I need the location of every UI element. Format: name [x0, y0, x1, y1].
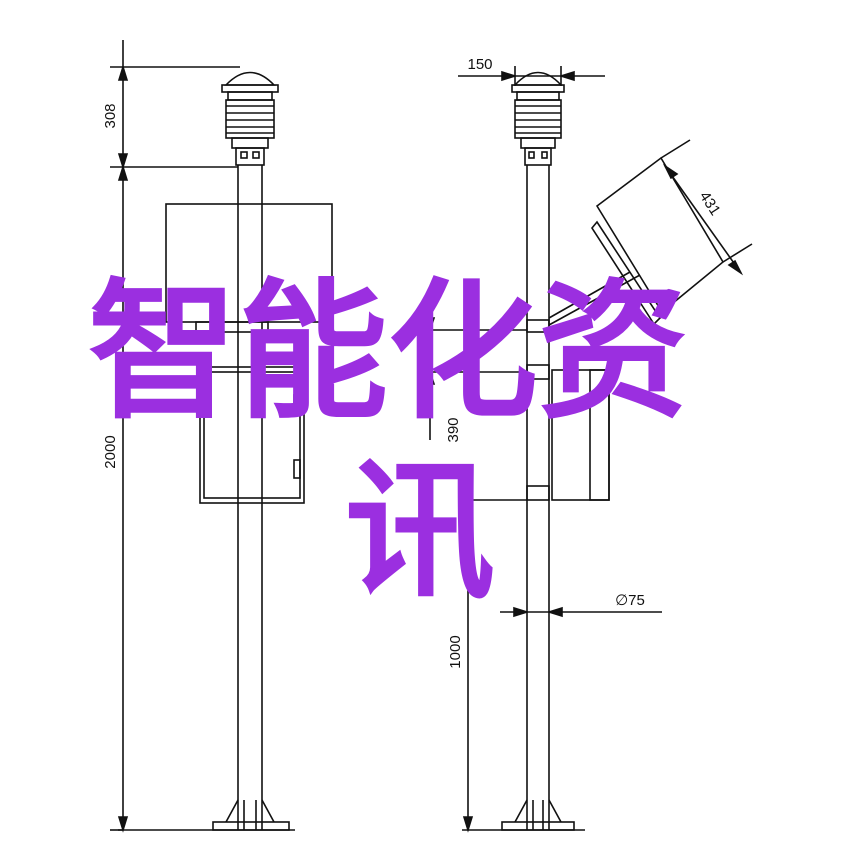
left-solar-panel	[165, 203, 333, 333]
dim-1000	[458, 497, 527, 833]
right-solar-panel	[526, 156, 725, 333]
dim-diameter-75	[500, 606, 662, 618]
right-sensor-head	[511, 71, 565, 166]
dim-label-diameter-75: ∅75	[615, 592, 645, 609]
dim-390	[420, 295, 527, 440]
dim-label-390: 390	[445, 417, 462, 442]
left-base	[212, 799, 290, 831]
right-view	[420, 66, 753, 833]
dim-label-308: 308	[102, 103, 119, 128]
dim-label-1000: 1000	[447, 635, 464, 668]
right-control-box	[526, 364, 610, 501]
right-pole	[526, 165, 550, 830]
left-control-box	[199, 366, 305, 504]
left-view	[110, 40, 333, 833]
dim-label-2000: 2000	[102, 435, 119, 468]
dim-150	[458, 66, 605, 86]
dim-308	[110, 40, 240, 833]
dim-431	[660, 139, 753, 276]
right-base	[501, 799, 575, 831]
dim-label-150: 150	[467, 56, 492, 73]
left-sensor-head	[221, 71, 279, 166]
